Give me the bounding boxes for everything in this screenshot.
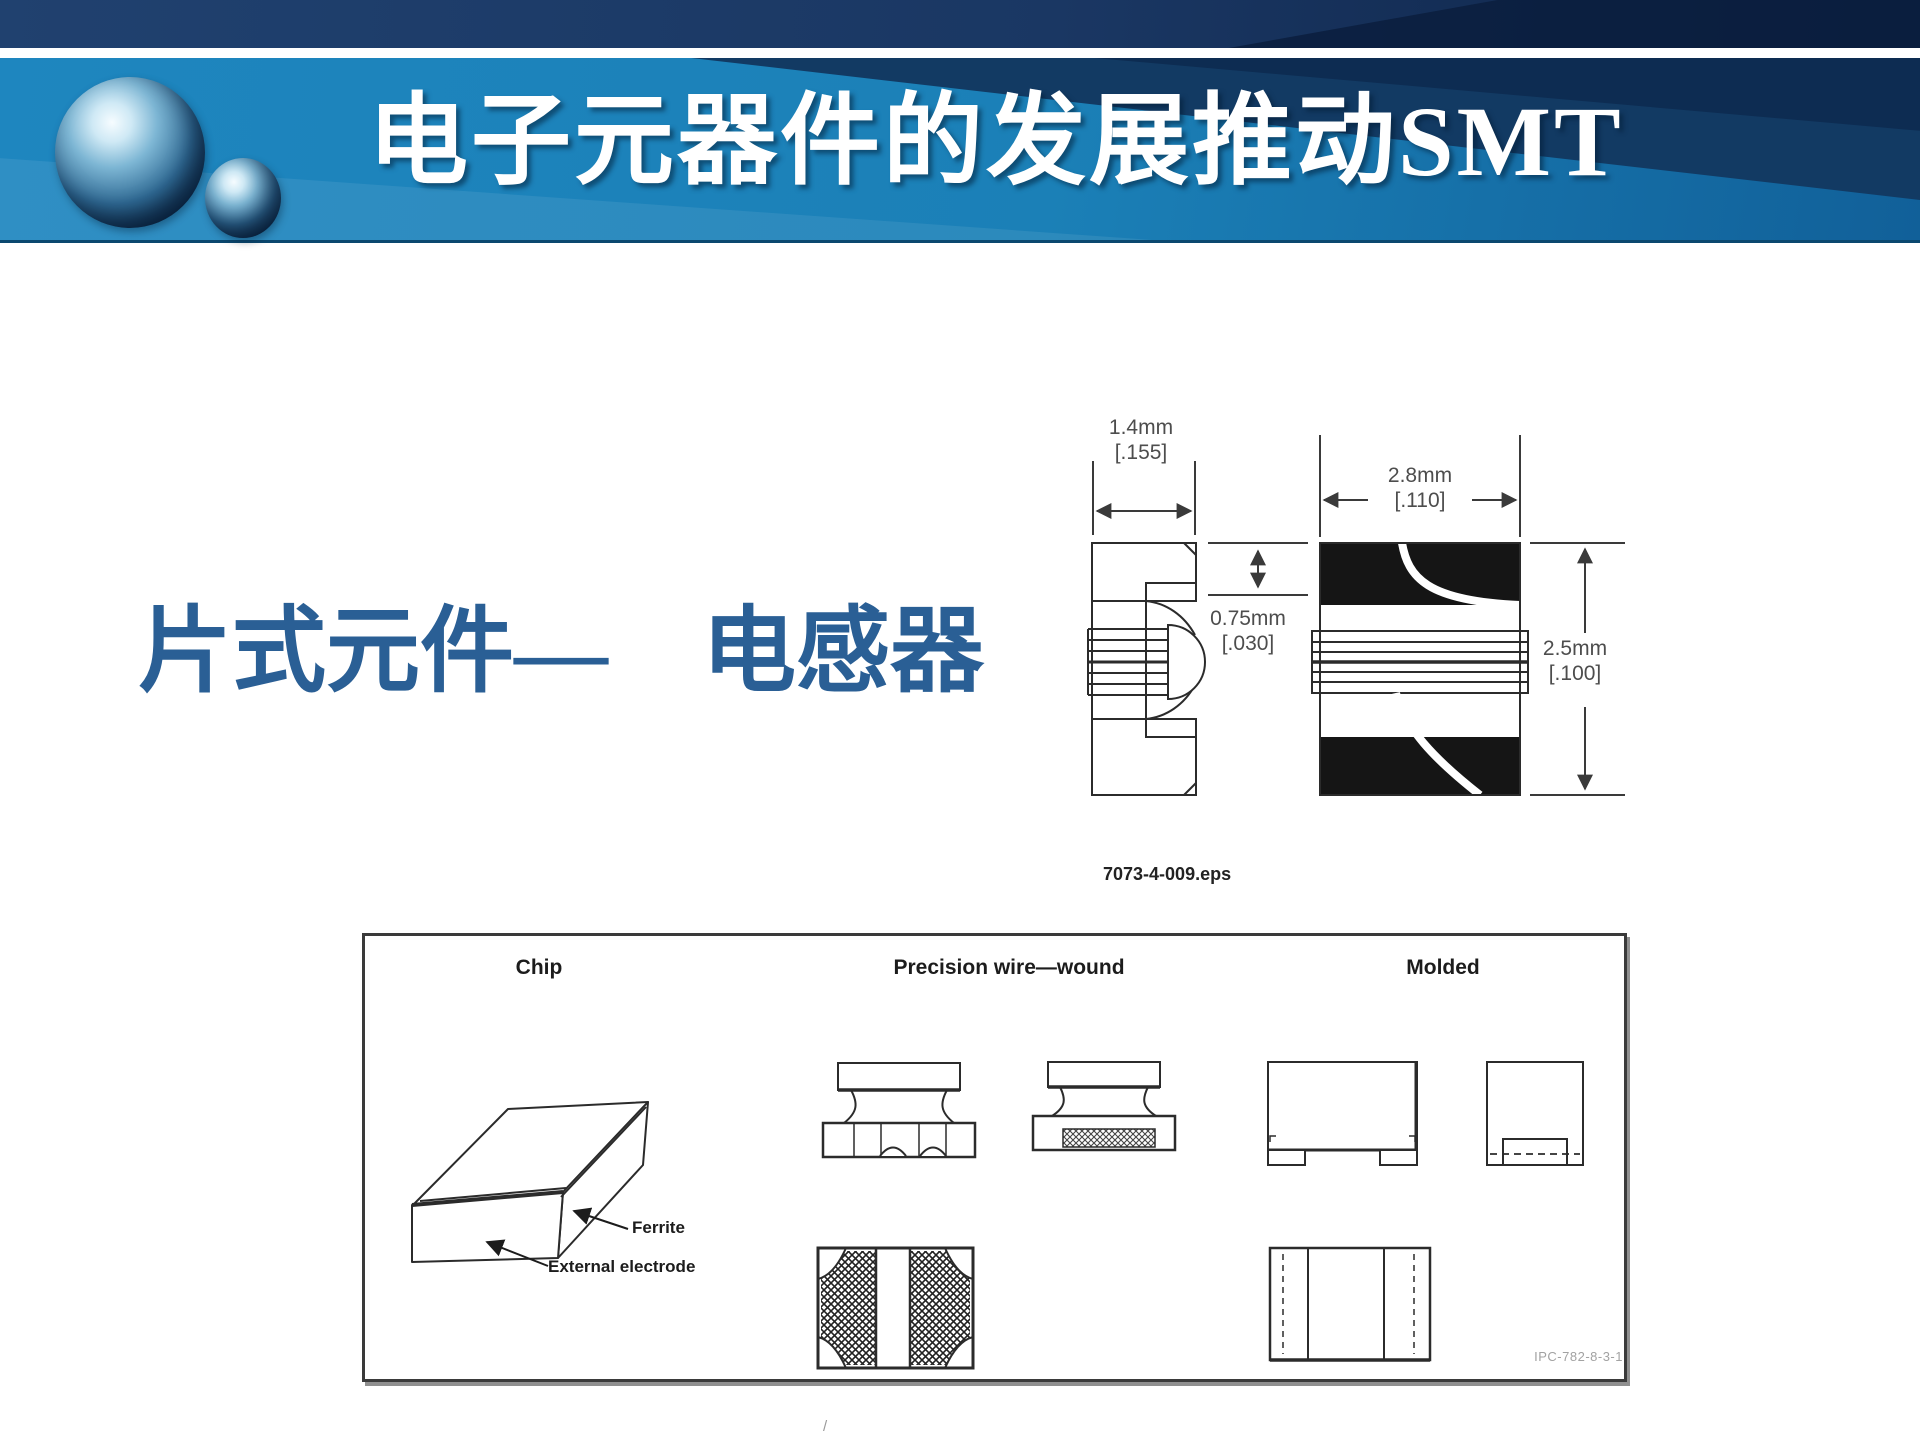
core-notch-arc bbox=[1167, 623, 1206, 701]
column-heading-molded: Molded bbox=[1406, 956, 1480, 979]
wire-lead-bottom bbox=[1392, 691, 1483, 799]
ferrite-arrow bbox=[572, 1207, 629, 1230]
figure-caption: 7073-4-009.eps bbox=[1103, 864, 1232, 884]
header-top-wedge bbox=[1228, 0, 1920, 48]
dim-front-in: [.110] bbox=[1394, 489, 1446, 512]
dim-height-mm: 2.5mm bbox=[1542, 637, 1608, 660]
dim-gap-in: [.030] bbox=[1221, 632, 1275, 655]
wirewound-bobbin-2 bbox=[1031, 1061, 1177, 1152]
header-band bbox=[0, 58, 1920, 243]
chip-leader-lines bbox=[485, 1207, 629, 1267]
inductor-front-view bbox=[1311, 542, 1529, 799]
electrode-arrow bbox=[485, 1239, 549, 1267]
section-heading: 片式元件— 电感器 bbox=[138, 600, 985, 704]
column-heading-wirewound: Precision wire—wound bbox=[893, 956, 1125, 979]
dim-side-in: [.155] bbox=[1114, 441, 1168, 464]
ferrite-label: Ferrite bbox=[632, 1218, 685, 1237]
dim-label-gap: 0.75mm [.030] bbox=[1193, 606, 1303, 656]
page-title: 电子元器件的发展推动SMT bbox=[368, 86, 1624, 197]
dim-label-front-width: 2.8mm [.110] bbox=[1365, 463, 1475, 513]
external-electrode-label: External electrode bbox=[548, 1257, 696, 1276]
molded-inductor-c bbox=[1268, 1246, 1432, 1362]
inductor-types-drawings bbox=[411, 1061, 1584, 1370]
dim-label-side-width: 1.4mm [.155] bbox=[1086, 415, 1196, 465]
chip-inductor-3d bbox=[411, 1101, 649, 1263]
inductor-side-view bbox=[1087, 542, 1206, 796]
dim-height-lines bbox=[1530, 542, 1625, 796]
wire-lead-top bbox=[1398, 542, 1521, 609]
molded-inductor-b bbox=[1486, 1061, 1584, 1166]
header-separator bbox=[0, 48, 1920, 58]
logo-sphere-small bbox=[205, 158, 281, 238]
coil-stripes-side bbox=[1087, 628, 1168, 696]
dim-gap-mm: 0.75mm bbox=[1210, 607, 1286, 630]
dim-front-mm: 2.8mm bbox=[1387, 464, 1453, 487]
wirewound-cross-section bbox=[816, 1246, 975, 1370]
column-heading-chip: Chip bbox=[515, 956, 563, 979]
dim-label-height: 2.5mm [.100] bbox=[1520, 636, 1630, 686]
figure-reference: IPC-782-8-3-1 bbox=[1534, 1349, 1623, 1364]
dim-gap-lines bbox=[1208, 542, 1308, 596]
header-top-bar bbox=[0, 0, 1920, 48]
dim-side-mm: 1.4mm bbox=[1108, 416, 1174, 439]
wirewound-bobbin-1 bbox=[821, 1062, 977, 1159]
dim-front-width-lines bbox=[1319, 435, 1521, 537]
inductor-dimension-diagram bbox=[1087, 435, 1625, 799]
dim-side-width-lines bbox=[1092, 461, 1196, 535]
molded-inductor-a bbox=[1267, 1061, 1418, 1166]
logo-sphere-large bbox=[55, 77, 205, 228]
dim-height-in: [.100] bbox=[1548, 662, 1602, 685]
footer-mark: / bbox=[823, 1418, 828, 1435]
